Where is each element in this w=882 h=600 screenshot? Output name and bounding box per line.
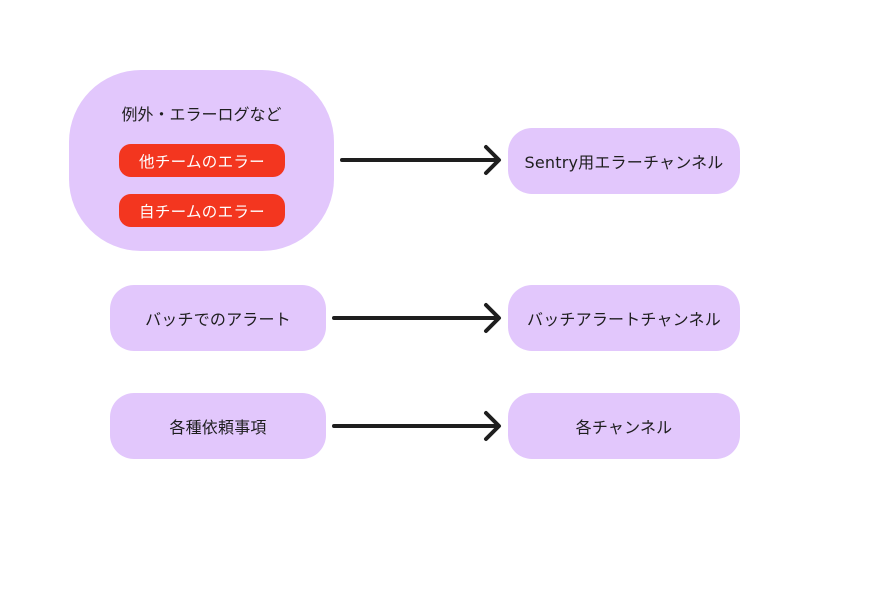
arrow-errors-to-sentry	[340, 145, 501, 175]
arrow-requests-to-channels	[332, 411, 501, 441]
batch-alert-source-node: バッチでのアラート	[110, 285, 326, 351]
requests-source-node: 各種依頼事項	[110, 393, 326, 459]
each-channel-node: 各チャンネル	[508, 393, 740, 459]
batch-alert-channel-node: バッチアラートチャンネル	[508, 285, 740, 351]
arrow-batch-to-batch-channel	[332, 303, 501, 333]
error-log-group-title: 例外・エラーログなど	[121, 105, 282, 124]
sentry-error-channel-node: Sentry用エラーチャンネル	[508, 128, 740, 194]
other-team-error-tag: 他チームのエラー	[119, 144, 285, 177]
own-team-error-tag: 自チームのエラー	[119, 194, 285, 227]
